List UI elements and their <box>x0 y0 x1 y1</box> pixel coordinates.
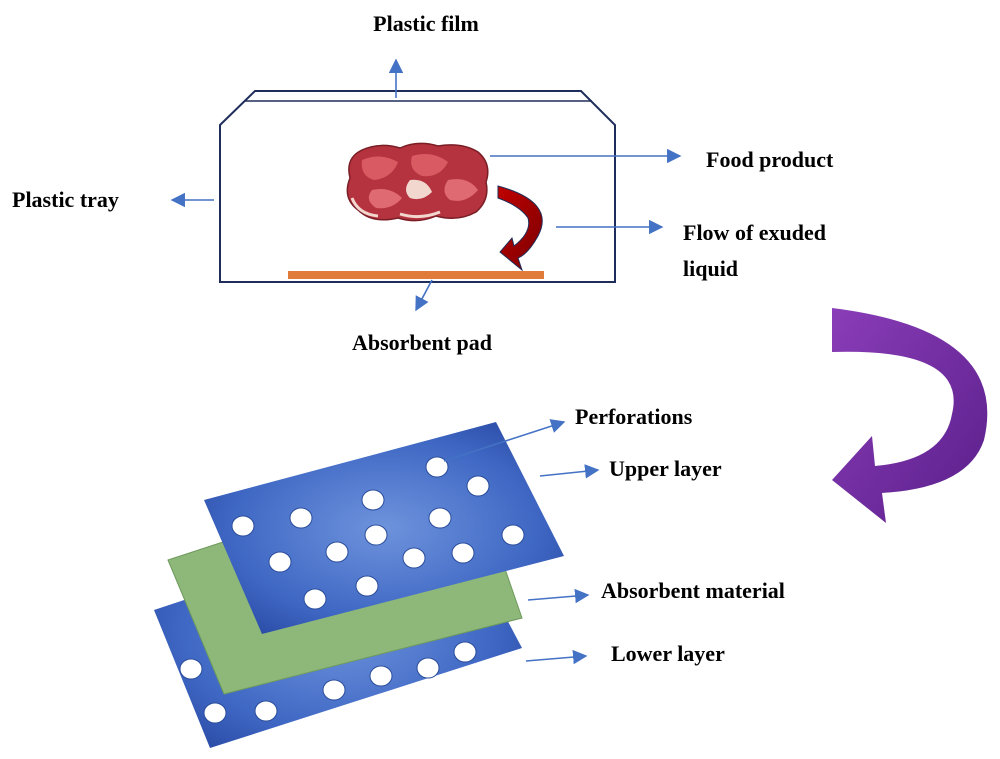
label-flow-line2: liquid <box>683 256 738 281</box>
pad-layers-section: Perforations Upper layer Absorbent mater… <box>154 404 785 748</box>
label-plastic-film: Plastic film <box>373 11 479 36</box>
label-upper-layer: Upper layer <box>609 456 722 481</box>
label-flow-line1: Flow of exuded <box>683 220 826 245</box>
absorbent-material-arrow <box>527 588 590 604</box>
perforations-arrow <box>443 419 566 462</box>
transition-curved-arrow <box>832 308 988 523</box>
lower-layer-arrow <box>525 649 588 665</box>
label-absorbent-pad: Absorbent pad <box>352 330 492 355</box>
flow-curved-arrow <box>497 185 543 272</box>
upper-layer-perforations <box>231 456 525 610</box>
lower-layer-perforations <box>179 641 477 724</box>
food-product-image <box>346 142 489 222</box>
label-plastic-tray: Plastic tray <box>12 187 119 212</box>
label-lower-layer: Lower layer <box>611 641 725 666</box>
label-absorbent-material: Absorbent material <box>601 578 785 603</box>
upper-layer-arrow <box>539 464 600 479</box>
absorbent-pad-arrow <box>415 279 433 312</box>
absorbent-pad-bar <box>288 271 544 279</box>
tray-section: Plastic film Food product Plastic tray F… <box>12 11 834 355</box>
label-food-product: Food product <box>706 147 834 172</box>
plastic-tray-outline <box>219 90 616 283</box>
label-perforations: Perforations <box>575 404 693 429</box>
